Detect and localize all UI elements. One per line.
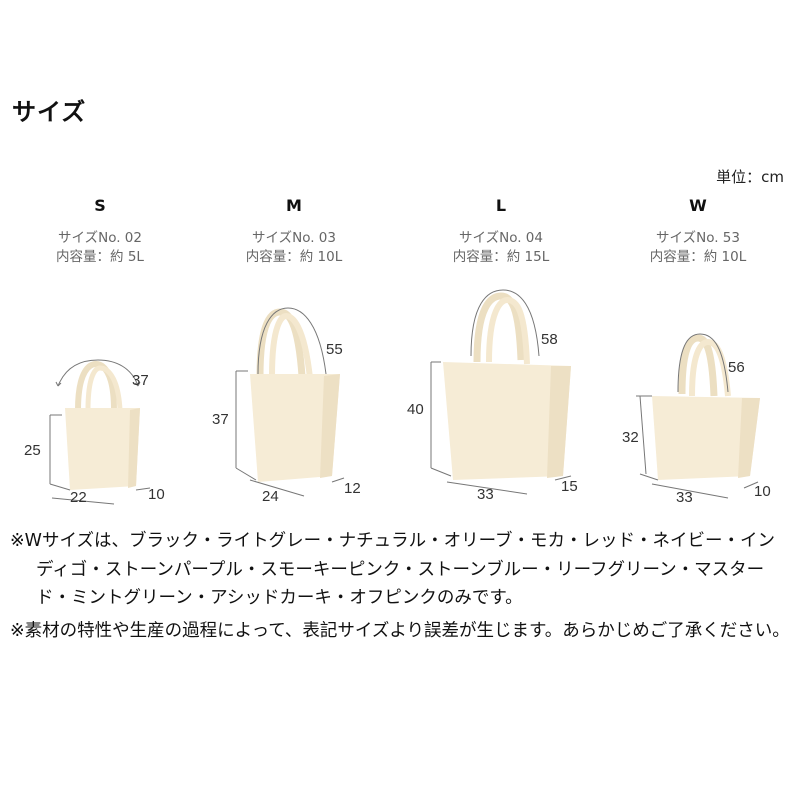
- note-size-tolerance: ※素材の特性や生産の過程によって、表記サイズより誤差が生じます。あらかじめご了承…: [10, 620, 790, 641]
- tote-bag-s-illustration: 37 25 22 10: [20, 350, 170, 510]
- size-capacity: 内容量：約 10L: [245, 249, 343, 265]
- size-number: サイズNo. 02: [58, 230, 142, 246]
- size-number: サイズNo. 53: [656, 230, 740, 246]
- page-title: サイズ: [12, 98, 87, 126]
- size-number: サイズNo. 04: [459, 230, 543, 246]
- width-label: 33: [676, 489, 693, 506]
- size-label: L: [495, 196, 507, 215]
- size-column-l: L サイズNo. 04 内容量：約 15L: [401, 196, 601, 267]
- handle-length-label: 55: [326, 341, 343, 358]
- width-label: 24: [262, 488, 279, 505]
- size-capacity: 内容量：約 10L: [649, 249, 747, 265]
- size-label: W: [689, 196, 707, 215]
- size-number: サイズNo. 03: [252, 230, 336, 246]
- tote-bag-m-illustration: 55 37 24 12: [200, 296, 370, 508]
- size-label: S: [94, 196, 106, 215]
- size-column-w: W サイズNo. 53 内容量：約 10L: [598, 196, 798, 267]
- height-label: 40: [407, 401, 424, 418]
- tote-bag-icon: 55 37 24 12: [212, 307, 361, 505]
- depth-label: 15: [561, 478, 578, 495]
- width-label: 33: [477, 486, 494, 503]
- depth-label: 10: [754, 483, 771, 500]
- handle-length-label: 37: [132, 372, 149, 389]
- depth-label: 10: [148, 486, 165, 503]
- handle-length-label: 58: [541, 331, 558, 348]
- handle-length-label: 56: [728, 359, 745, 376]
- tote-bag-l-illustration: 58 40 33 15: [395, 284, 585, 506]
- width-label: 22: [70, 489, 87, 506]
- tote-bag-w-illustration: 56 32 33 10: [600, 324, 790, 510]
- tote-bag-icon: 56 32 33 10: [622, 333, 771, 506]
- unit-label: 単位：cm: [716, 168, 784, 186]
- height-label: 32: [622, 429, 639, 446]
- size-capacity: 内容量：約 5L: [56, 249, 144, 265]
- note-w-size-colors: ※Wサイズは、ブラック・ライトグレー・ナチュラル・オリーブ・モカ・レッド・ネイビ…: [10, 531, 776, 608]
- notes-section: ※Wサイズは、ブラック・ライトグレー・ナチュラル・オリーブ・モカ・レッド・ネイビ…: [10, 527, 790, 649]
- tote-bag-icon: 37 25 22 10: [24, 359, 165, 506]
- height-label: 25: [24, 442, 41, 459]
- size-label: M: [286, 196, 302, 215]
- tote-bag-icon: 58 40 33 15: [407, 289, 578, 503]
- size-capacity: 内容量：約 15L: [452, 249, 550, 265]
- depth-label: 12: [344, 480, 361, 497]
- size-column-s: S サイズNo. 02 内容量：約 5L: [0, 196, 200, 267]
- height-label: 37: [212, 411, 229, 428]
- size-column-m: M サイズNo. 03 内容量：約 10L: [194, 196, 394, 267]
